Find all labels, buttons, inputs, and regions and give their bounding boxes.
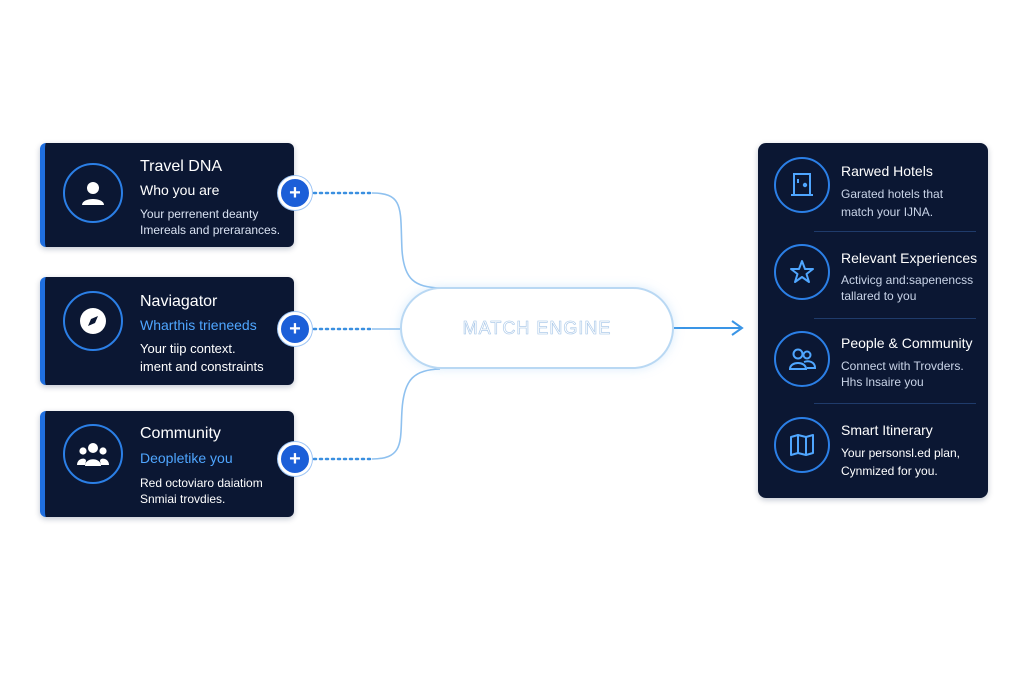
output-title: People & Community (841, 335, 973, 351)
input-card-travel-dna: Travel DNA Who you are Your perrenent de… (40, 143, 294, 247)
map-icon (774, 417, 830, 473)
add-travel-dna-button[interactable]: + (278, 176, 312, 210)
card-desc-line2: Snmiai trovdies. (140, 492, 226, 506)
card-subtitle: Wharthis trieneeds (140, 317, 257, 333)
card-desc-line2: Imereals and prerarances. (140, 223, 281, 237)
output-desc-line1: Your personsl.ed plan, (841, 446, 960, 460)
divider (814, 403, 976, 404)
star-icon (774, 244, 830, 300)
input-card-navigator: Naviagator Wharthis trieneeds Your tiip … (40, 277, 294, 385)
card-desc-line1: Your tiip context. (140, 341, 236, 356)
output-item-experiences: Relevant Experiences Activicg and:sapene… (758, 232, 988, 318)
user-icon (63, 163, 123, 223)
card-desc-line1: Your perrenent deanty (140, 207, 259, 221)
add-navigator-button[interactable]: + (278, 312, 312, 346)
divider (814, 231, 976, 232)
add-community-button[interactable]: + (278, 442, 312, 476)
output-desc-line2: Cynmized for you. (841, 464, 938, 478)
arrow-head-icon (731, 320, 744, 336)
compass-icon (63, 291, 123, 351)
card-desc-line2: iment and constraints (140, 359, 264, 374)
hotel-door-icon (774, 157, 830, 213)
output-desc-line1: Activicg and:sapenencss (841, 273, 974, 287)
input-card-community: Community Deopletike you Red octoviaro d… (40, 411, 294, 517)
output-title: Relevant Experiences (841, 250, 978, 266)
card-title: Travel DNA (140, 158, 223, 175)
output-desc-line2: tallared to you (841, 289, 917, 303)
engine-label: MATCH ENGINE (462, 317, 612, 338)
card-title: Naviagator (140, 293, 218, 310)
card-desc-line1: Red octoviaro daiatiom (140, 476, 263, 490)
card-subtitle: Deopletike you (140, 450, 233, 466)
match-engine: MATCH ENGINE (400, 287, 674, 369)
connector-curve-1 (371, 192, 441, 289)
output-title: Smart Itinerary (841, 422, 933, 438)
connector-curve-3 (371, 368, 441, 460)
output-desc-line1: Garated hotels that (841, 187, 944, 201)
card-title: Community (140, 425, 221, 442)
output-panel: Rarwed Hotels Garated hotels that match … (758, 143, 988, 498)
divider (814, 318, 976, 319)
card-subtitle: Who you are (140, 182, 220, 198)
output-desc-line2: Hhs lnsaire you (841, 375, 924, 389)
group-icon (63, 424, 123, 484)
output-item-community: People & Community Connect with Trovders… (758, 319, 988, 403)
output-item-hotels: Rarwed Hotels Garated hotels that match … (758, 143, 988, 231)
output-desc-line2: match your IJNA. (841, 205, 934, 219)
output-desc-line1: Connect with Trovders. (841, 359, 964, 373)
output-title: Rarwed Hotels (841, 163, 933, 179)
people-icon (774, 331, 830, 387)
output-item-itinerary: Smart Itinerary Your personsl.ed plan, C… (758, 404, 988, 498)
